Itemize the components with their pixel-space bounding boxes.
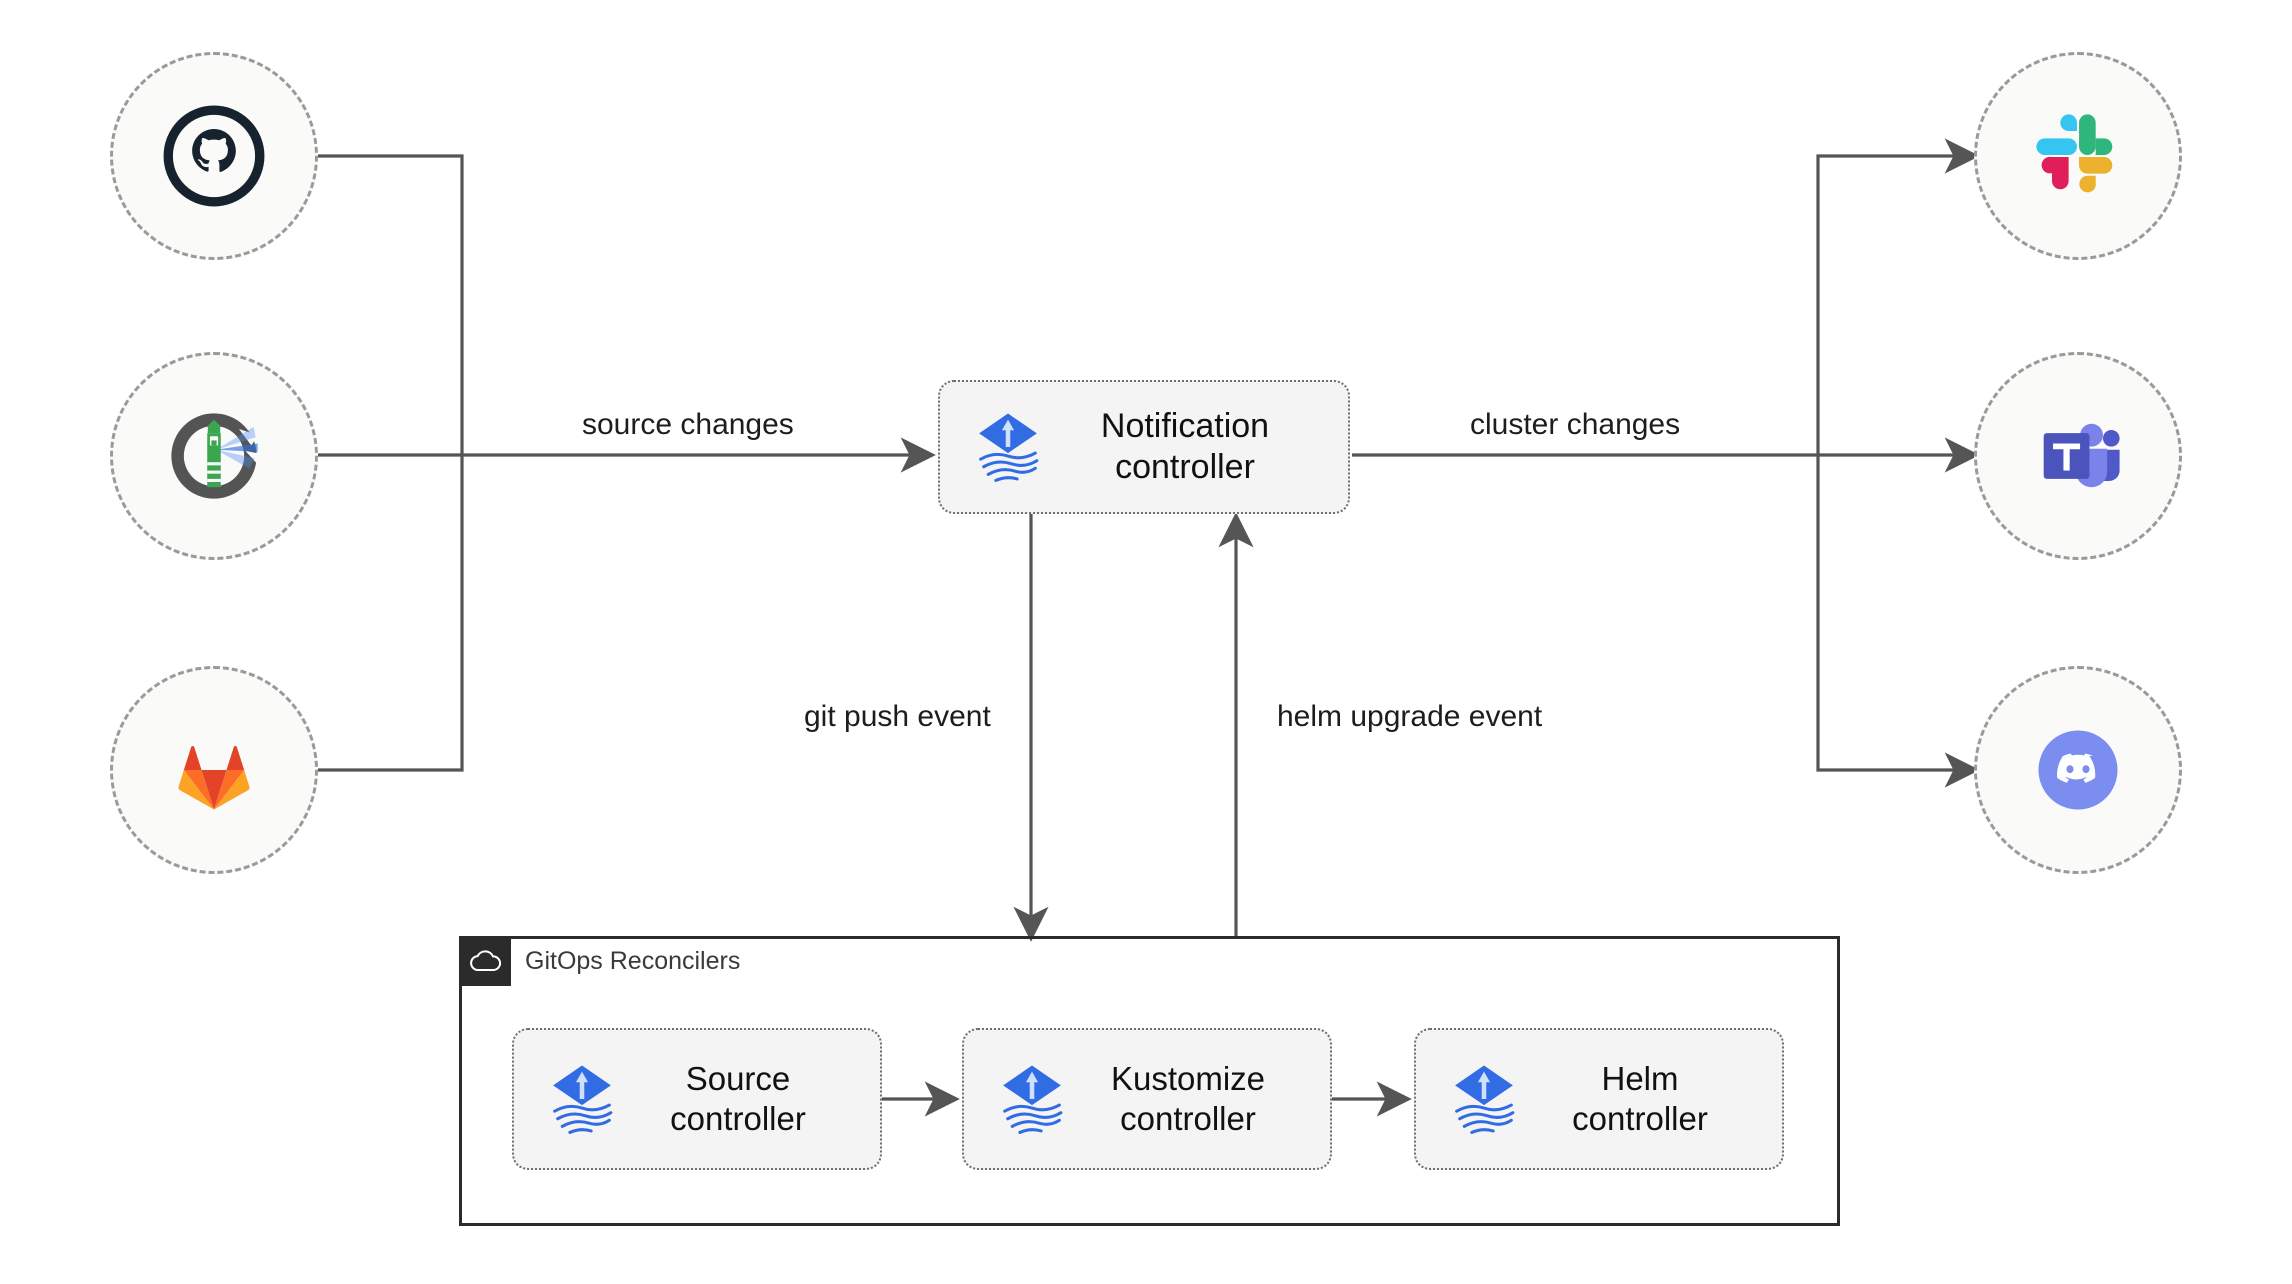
gitlab-icon — [178, 746, 250, 810]
edge-label-git-push-event: git push event — [804, 700, 991, 733]
kustomize-controller-card[interactable]: Kustomize controller — [962, 1028, 1332, 1170]
gitops-reconcilers-container — [459, 936, 1840, 1226]
msteams-icon — [2043, 423, 2120, 488]
gitops-reconcilers-header: GitOps Reconcilers — [459, 936, 740, 986]
github-icon — [163, 105, 265, 207]
source-node-gitlab[interactable] — [110, 666, 318, 874]
helm-controller-label: Helm controller — [1572, 1059, 1708, 1137]
harbor-icon — [171, 413, 261, 499]
notification-controller-label: Notification controller — [1100, 406, 1270, 486]
source-controller-card[interactable]: Source controller — [512, 1028, 882, 1170]
cloud-icon-tile — [459, 936, 511, 986]
gitops-reconcilers-title: GitOps Reconcilers — [525, 946, 741, 975]
wire-bus-to-discord — [1816, 455, 1980, 788]
source-controller-label: Source controller — [670, 1059, 806, 1137]
kustomize-controller-label: Kustomize controller — [1110, 1059, 1266, 1137]
destination-node-discord[interactable] — [1974, 666, 2182, 874]
source-node-harbor[interactable] — [110, 352, 318, 560]
wire-github-to-bus — [318, 154, 464, 455]
wire-gitlab-to-bus — [318, 455, 464, 772]
flux-icon — [979, 413, 1039, 482]
discord-icon — [2038, 730, 2118, 810]
helm-controller-card[interactable]: Helm controller — [1414, 1028, 1784, 1170]
source-node-github[interactable] — [110, 52, 318, 260]
flux-icon — [553, 1065, 613, 1134]
notification-controller-card[interactable]: Notification controller — [938, 380, 1350, 514]
slack-icon — [2036, 114, 2113, 193]
destination-node-teams[interactable] — [1974, 352, 2182, 560]
flux-icon — [1455, 1065, 1515, 1134]
cloud-icon — [470, 950, 502, 971]
edge-label-helm-upgrade-event: helm upgrade event — [1277, 700, 1543, 733]
wire-bus-to-slack — [1816, 138, 1980, 455]
edge-label-cluster-changes: cluster changes — [1470, 408, 1681, 441]
flux-icon — [1003, 1065, 1063, 1134]
edge-label-source-changes: source changes — [582, 408, 794, 441]
destination-node-slack[interactable] — [1974, 52, 2182, 260]
